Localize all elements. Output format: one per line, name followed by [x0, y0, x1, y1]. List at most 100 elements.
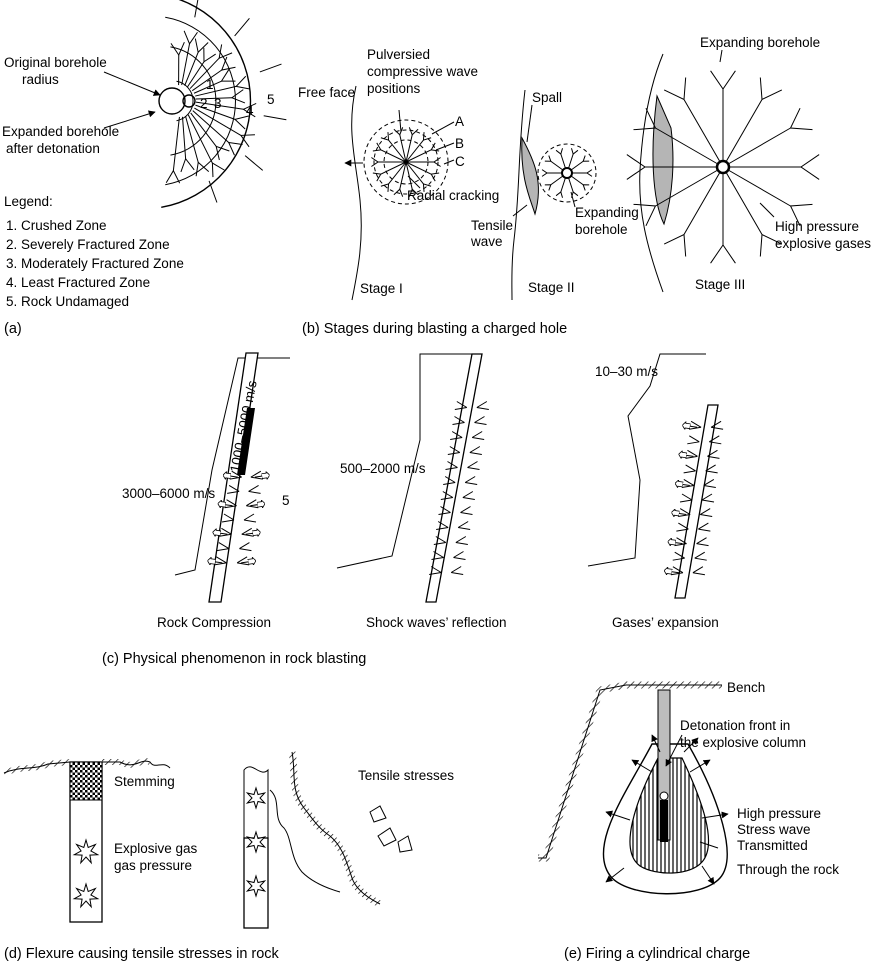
radial-crack — [191, 113, 216, 146]
leader-b — [436, 143, 454, 150]
leader-high-pressure — [760, 203, 774, 217]
crack-branch — [431, 173, 439, 181]
zone-number-3: 3 — [214, 96, 222, 111]
fracture-mark — [456, 537, 468, 545]
stemming-fill — [70, 762, 102, 800]
crack-branch — [711, 245, 736, 263]
crack-branch — [434, 157, 441, 166]
legend-item-5: 5. Rock Undamaged — [6, 294, 129, 309]
spall-shape — [522, 138, 539, 214]
original-borehole — [159, 88, 185, 114]
ring-divider — [235, 18, 250, 36]
fracture-mark — [451, 567, 463, 575]
stage-label-2: Stage II — [528, 280, 575, 295]
legend-item-1: 1. Crushed Zone — [6, 218, 107, 233]
pressure-arrow — [676, 483, 690, 485]
label-speed-1: 1000–5000 m/s — [227, 379, 260, 473]
fracture-mark — [684, 465, 696, 473]
label-expanding-2-2: borehole — [575, 222, 628, 237]
panel-b-stages: Free face Pulversied compressive wave po… — [298, 35, 871, 337]
crack-branch — [587, 170, 592, 177]
crack-branch — [221, 69, 235, 81]
label-explosive-2: gas pressure — [114, 858, 192, 873]
fracture-mark — [702, 494, 714, 502]
stage-label-1: Stage I — [360, 281, 403, 296]
stage1-radial-cracks — [371, 127, 440, 196]
panel-a-zones-diagram: Original borehole radius Expanded boreho… — [2, 0, 286, 337]
crack-branch — [556, 148, 562, 154]
fracture-mark — [697, 538, 709, 546]
crack-branch — [545, 156, 551, 162]
leader-spall — [527, 105, 532, 142]
legend-item-3: 3. Moderately Fractured Zone — [6, 256, 184, 271]
sub-label-2: Shock waves’ reflection — [366, 615, 507, 630]
fracture-mark — [687, 436, 699, 444]
pressure-arrow — [250, 504, 264, 506]
label-bench: Bench — [727, 680, 765, 695]
crack-branch — [212, 163, 224, 177]
ring-divider — [260, 64, 282, 72]
fragment-2 — [378, 828, 396, 846]
crack-branch — [381, 132, 389, 140]
fracture-mark — [237, 557, 249, 565]
crack-branch — [229, 143, 243, 156]
crack-branch — [583, 156, 589, 162]
fracture-mark — [470, 447, 482, 455]
label-detonation-2: the explosive column — [680, 735, 806, 750]
crack-branch — [801, 155, 819, 180]
crack-branch — [627, 155, 645, 180]
leader-original — [104, 72, 160, 95]
radial-crack — [183, 117, 186, 159]
label-stress-wave: Stress wave — [737, 822, 811, 837]
crack — [723, 167, 791, 206]
stage3-borehole — [717, 161, 729, 173]
caption-d: (d) Flexure causing tensile stresses in … — [4, 946, 280, 962]
label-high-pressure-e: High pressure — [737, 806, 821, 821]
crack — [723, 128, 791, 167]
pressure-arrow — [246, 532, 260, 534]
fracture-mark — [698, 523, 710, 531]
ring-divider — [264, 116, 287, 120]
label-expanding-3: Expanding borehole — [700, 35, 820, 50]
detonation-point — [660, 792, 668, 800]
label-original-radius-2: radius — [22, 72, 59, 87]
label-number-5: 5 — [282, 493, 290, 508]
ring-divider — [209, 181, 217, 203]
fracture-mark — [700, 509, 712, 517]
fracture-mark — [251, 471, 263, 479]
fracture-mark — [689, 421, 701, 429]
fracture-mark — [472, 432, 484, 440]
stage2-borehole — [562, 168, 572, 178]
pressure-arrow — [665, 571, 679, 573]
label-high-pressure-1: High pressure — [775, 219, 859, 234]
explosion-star-3 — [247, 788, 264, 808]
pressure-arrow — [683, 425, 697, 427]
crack-branch — [571, 148, 577, 154]
caption-c: (c) Physical phenomenon in rock blasting — [102, 651, 366, 667]
fracture-mark — [682, 479, 694, 487]
legend-item-4: 4. Least Fractured Zone — [6, 275, 150, 290]
sub-label-1: Rock Compression — [157, 615, 271, 630]
caption-b: (b) Stages during blasting a charged hol… — [302, 321, 567, 337]
fracture-mark — [477, 402, 489, 410]
crack-branch — [219, 44, 232, 58]
caption-a: (a) — [4, 321, 22, 337]
fracture-mark — [454, 552, 466, 560]
crack-branch — [431, 143, 439, 151]
label-expanded-1: Expanded borehole — [2, 124, 119, 139]
zone-number-1: 1 — [206, 77, 214, 92]
wave-arrow-4 — [690, 760, 710, 772]
fragment-3 — [398, 836, 412, 852]
sub-label-3: Gases’ expansion — [612, 615, 719, 630]
fracture-mark — [695, 552, 707, 560]
crack-branch — [371, 157, 378, 166]
label-radial-cracking: Radial cracking — [407, 188, 499, 203]
radial-crack — [194, 108, 241, 135]
crack-branch — [545, 185, 551, 191]
label-pulverised-1: Pulversied — [367, 47, 430, 62]
label-original-radius-1: Original borehole — [4, 55, 107, 70]
crack — [723, 167, 762, 235]
label-transmitted: Transmitted — [737, 838, 808, 853]
fracture-mark — [242, 528, 254, 536]
